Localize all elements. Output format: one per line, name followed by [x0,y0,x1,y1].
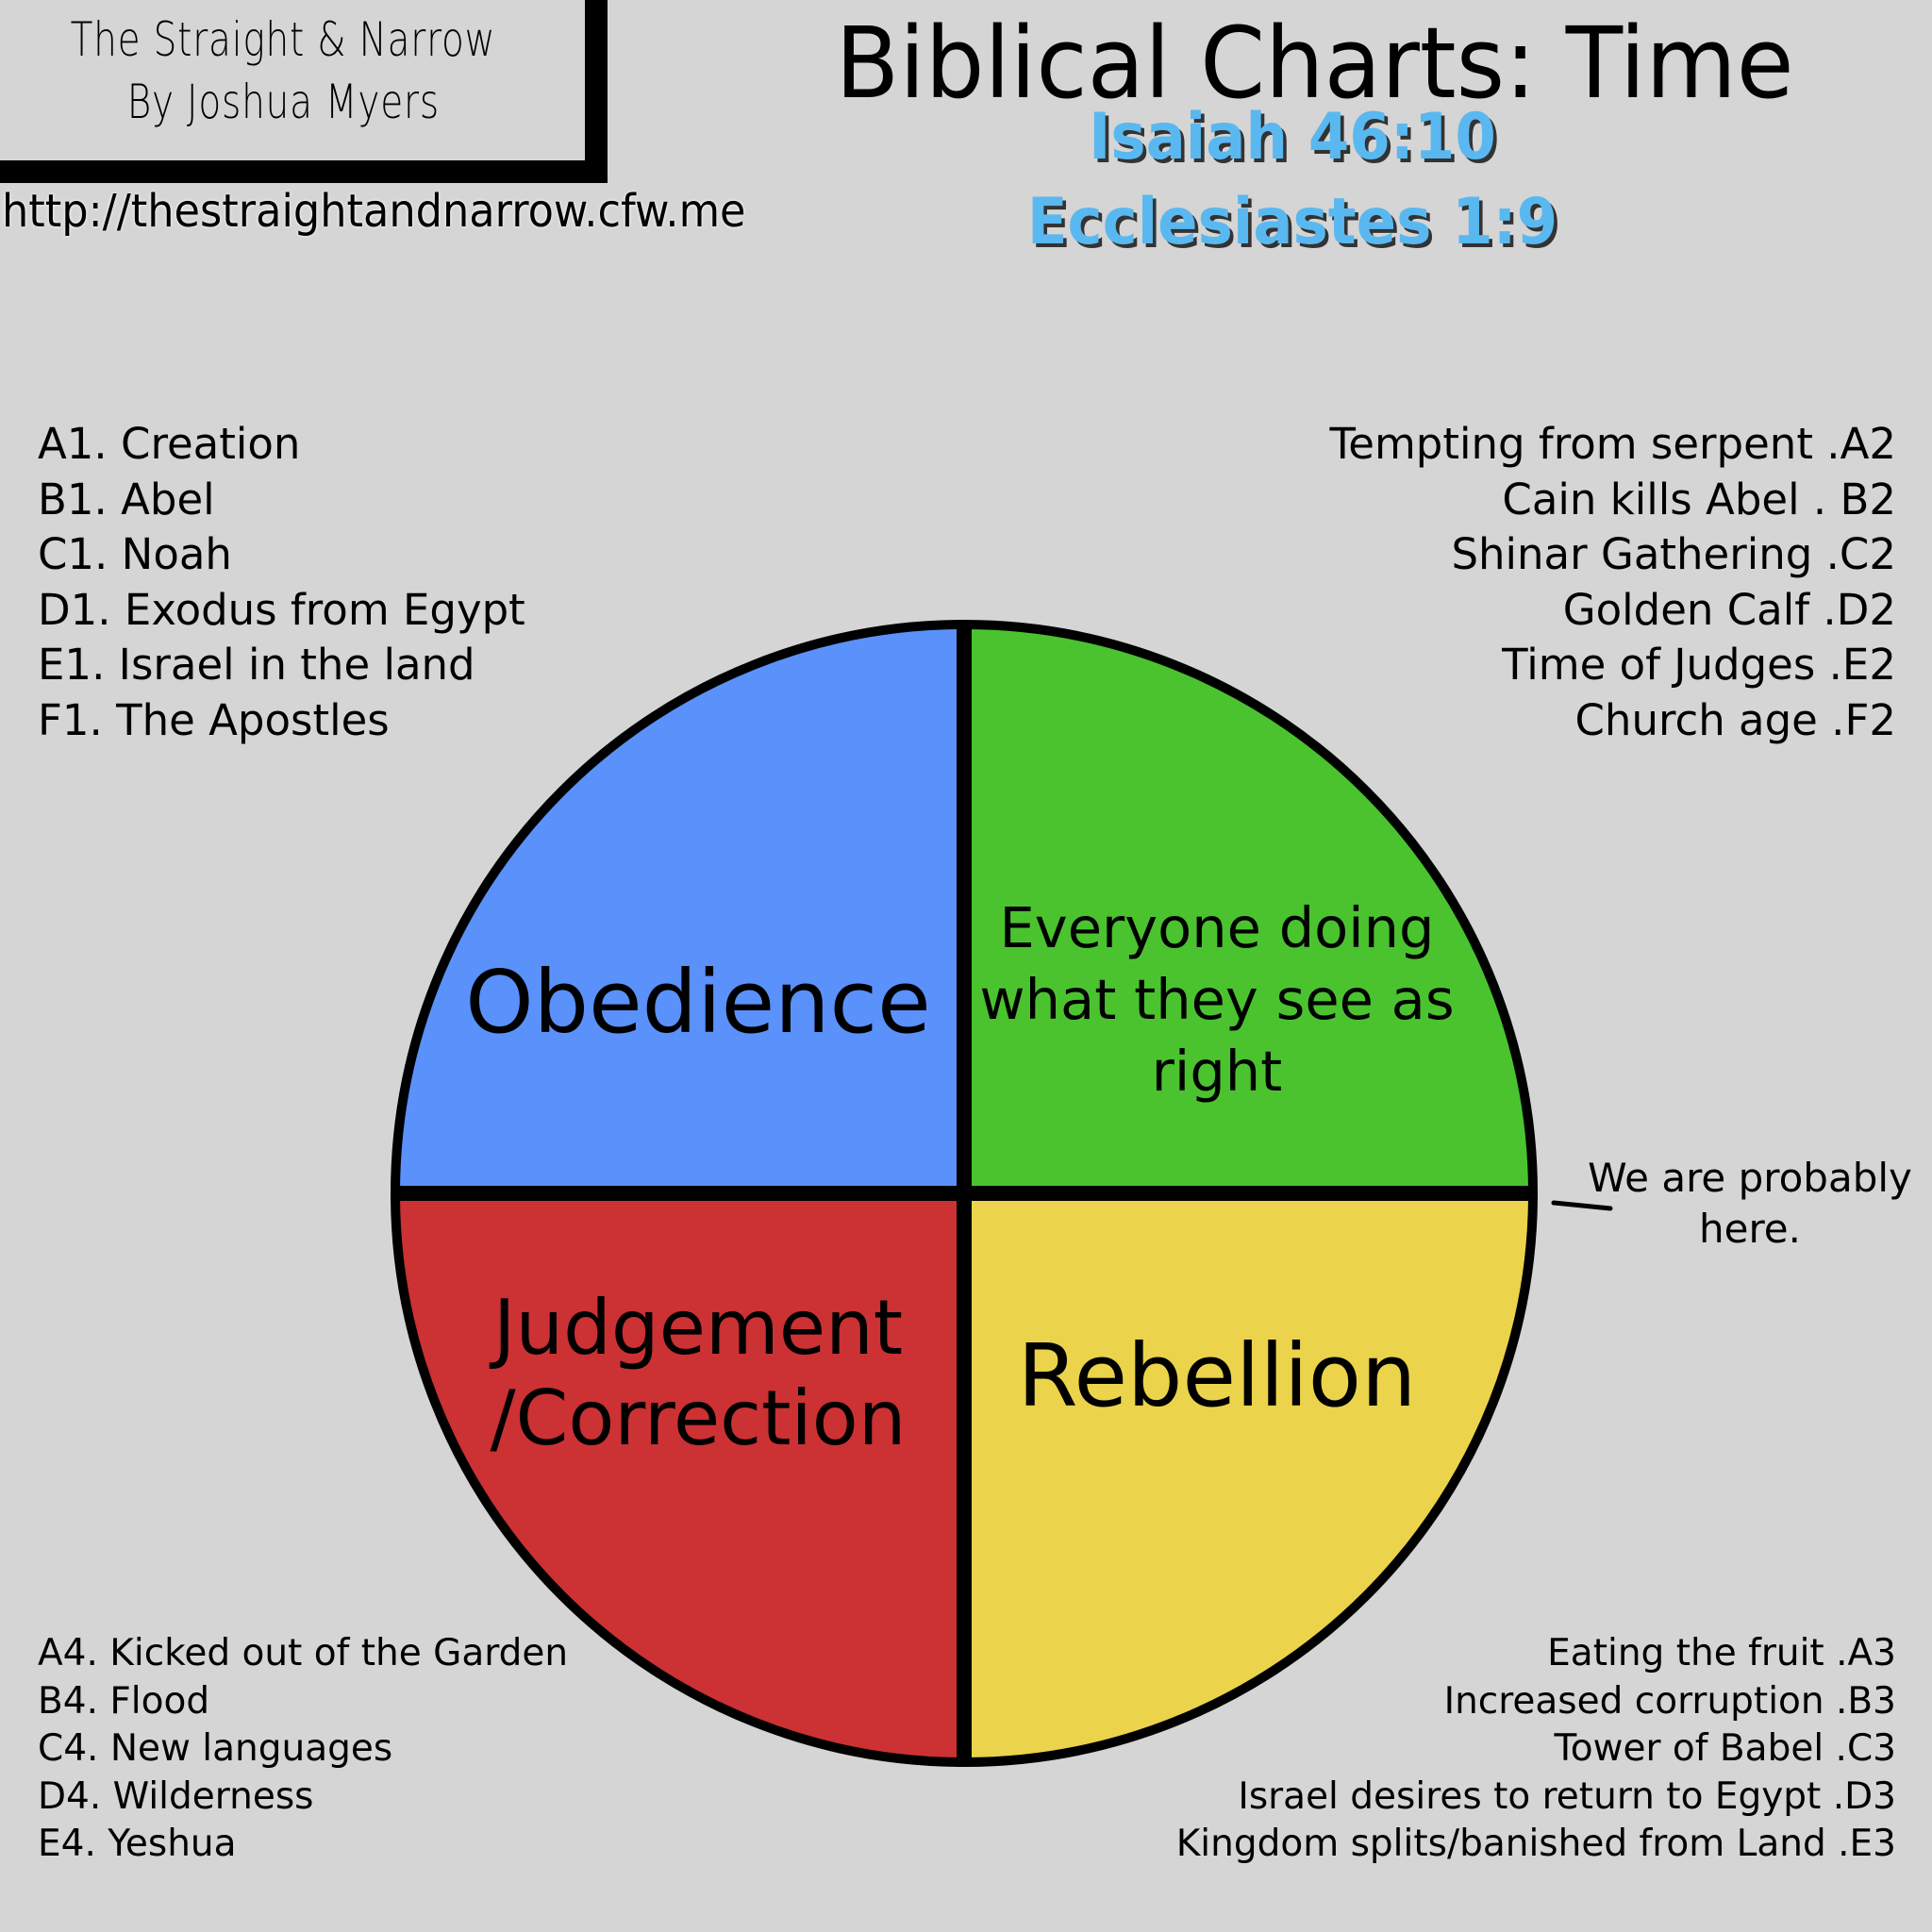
label-judgement-correction: Judgement /Correction [443,1283,953,1464]
annotation-line: We are probably [1588,1155,1912,1201]
we-are-here-annotation: We are probably here. [1575,1153,1924,1255]
label-line: right [1151,1039,1283,1104]
judgement-event-list: A4. Kicked out of the Garden B4. Flood C… [38,1630,568,1869]
list-item: Cain kills Abel . B2 [1502,474,1896,525]
wheel-outline [391,620,1538,1767]
divider-horizontal [395,1186,1533,1201]
list-item: Church age .F2 [1574,694,1897,745]
label-line: Everyone doing [999,895,1435,960]
logo-author: By Joshua Myers [126,75,440,129]
list-item: Golden Calf .D2 [1562,584,1896,635]
pointer-line [1551,1200,1613,1211]
list-item: Tempting from serpent .A2 [1329,419,1896,469]
annotation-line: here. [1699,1206,1801,1252]
label-rebellion: Rebellion [1017,1325,1417,1426]
list-item: D1. Exodus from Egypt [38,584,525,635]
list-item: Tower of Babel .C3 [1554,1727,1896,1770]
website-url[interactable]: http://thestraightandnarrow.cfw.me [2,185,746,238]
list-item: D4. Wilderness [38,1774,314,1818]
obedience-event-list: A1. Creation B1. Abel C1. Noah D1. Exodu… [38,417,525,748]
logo-title: The Straight & Narrow [70,12,496,67]
list-item: B1. Abel [38,474,215,525]
list-item: Israel desires to return to Egypt .D3 [1238,1774,1896,1818]
list-item: C4. New languages [38,1727,393,1770]
list-item: Increased corruption .B3 [1443,1679,1896,1723]
list-item: A4. Kicked out of the Garden [38,1632,569,1674]
list-item: Kingdom splits/banished from Land .E3 [1175,1823,1896,1865]
list-item: F1. The Apostles [38,694,390,745]
list-item: Time of Judges .E2 [1502,640,1896,690]
list-item: Eating the fruit .A3 [1547,1632,1896,1674]
everyone-event-list: Tempting from serpent .A2 Cain kills Abe… [1329,417,1896,748]
label-line: /Correction [490,1374,907,1462]
list-item: A1. Creation [38,419,301,469]
page-title: Biblical Charts: Time [835,6,1794,121]
list-item: E1. Israel in the land [38,640,475,690]
label-line: what they see as [979,967,1455,1032]
label-line: Judgement [492,1284,904,1372]
list-item: Shinar Gathering .C2 [1451,529,1896,579]
list-item: C1. Noah [38,529,232,579]
label-everyone-doing-right: Everyone doing what they see as right [972,892,1462,1108]
verse-reference-ecclesiastes: Ecclesiastes 1:9 [1026,185,1558,259]
rebellion-event-list: Eating the fruit .A3 Increased corruptio… [1176,1630,1896,1869]
label-obedience: Obedience [465,952,931,1053]
verse-reference-isaiah: Isaiah 46:10 [1089,100,1496,175]
logo-box: The Straight & Narrow By Joshua Myers [0,0,608,183]
list-item: B4. Flood [38,1679,210,1723]
list-item: E4. Yeshua [38,1823,237,1865]
